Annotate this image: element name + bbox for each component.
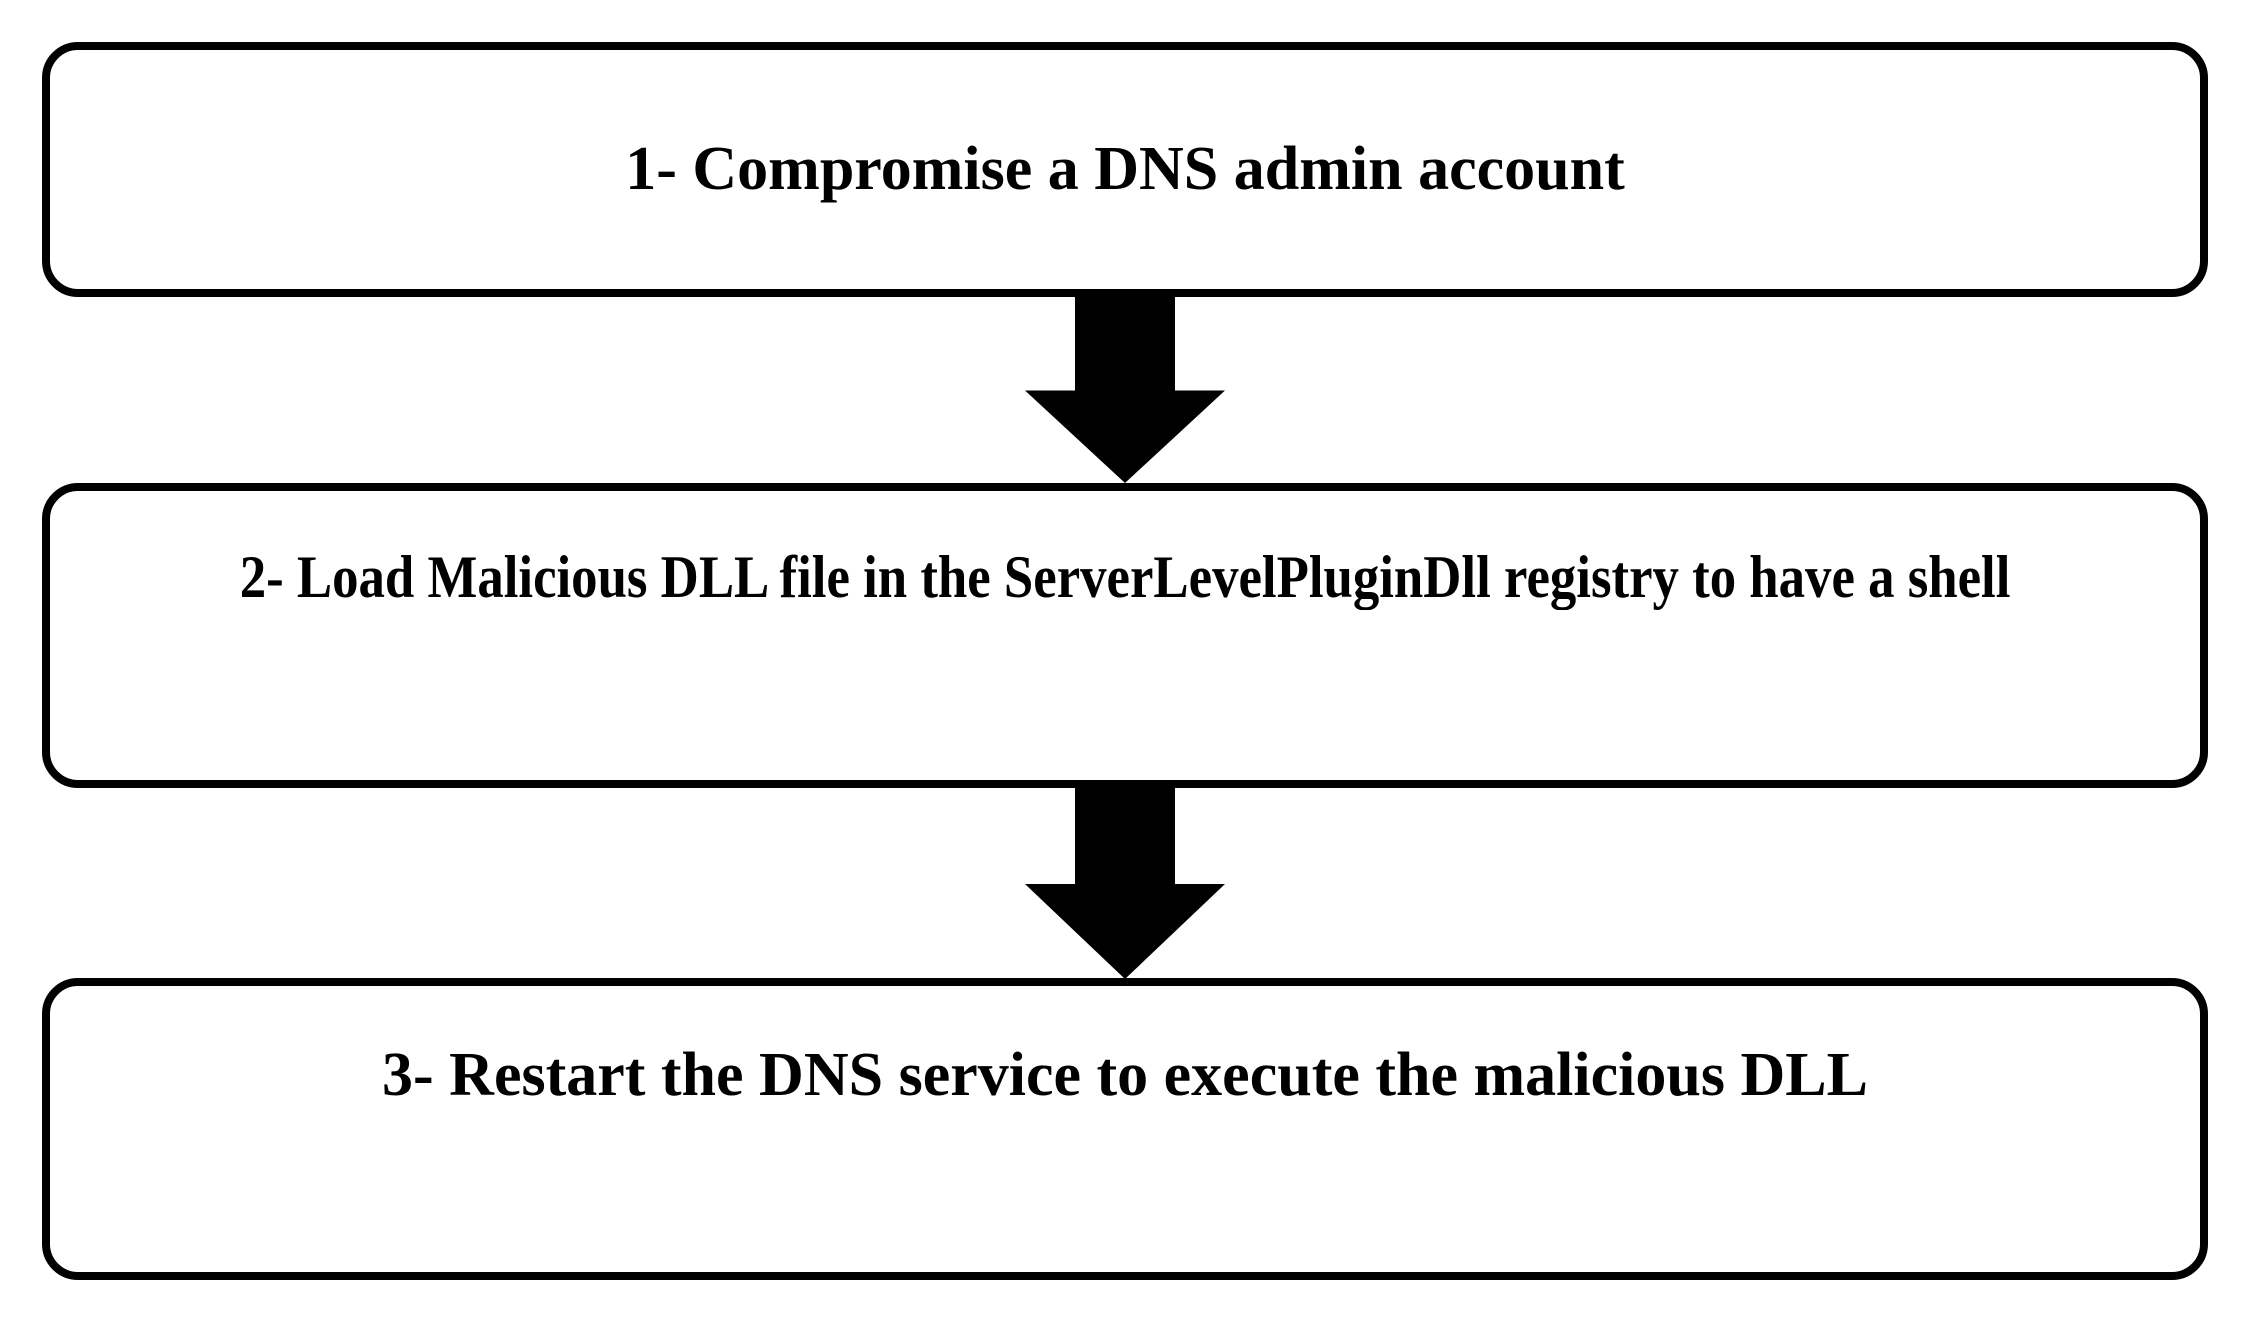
down-arrow-icon bbox=[1025, 297, 1225, 483]
flow-box-step-3: 3- Restart the DNS service to execute th… bbox=[42, 978, 2208, 1280]
step-2-label: 2- Load Malicious DLL file in the Server… bbox=[239, 544, 2011, 610]
flow-box-step-1: 1- Compromise a DNS admin account bbox=[42, 42, 2208, 297]
flow-box-step-2: 2- Load Malicious DLL file in the Server… bbox=[42, 483, 2208, 788]
down-arrow-icon bbox=[1025, 788, 1225, 979]
step-1-label: 1- Compromise a DNS admin account bbox=[625, 135, 1625, 204]
step-3-label: 3- Restart the DNS service to execute th… bbox=[382, 1041, 1868, 1109]
